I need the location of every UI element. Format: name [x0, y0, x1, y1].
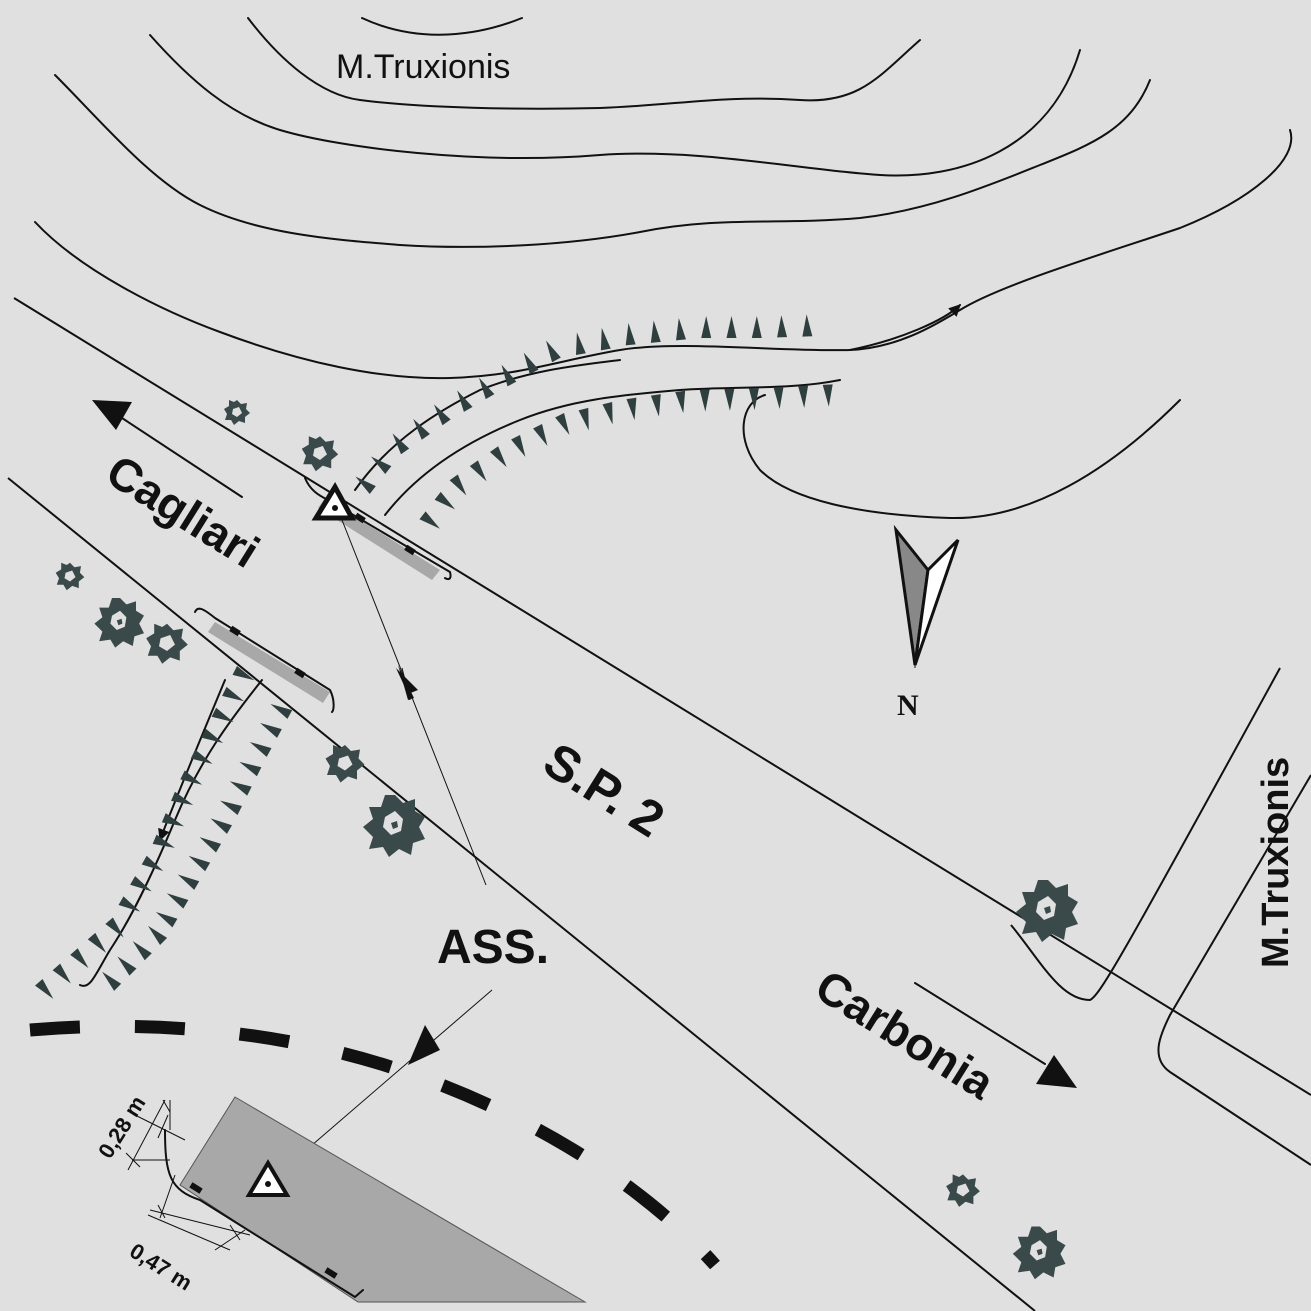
road-sp2 [7, 297, 1311, 1311]
direction-arrow-ass [396, 668, 418, 694]
north-arrow-icon [893, 524, 960, 668]
survey-marker-triangle [311, 482, 357, 521]
culvert-lower [194, 607, 335, 713]
road-side-right [1010, 667, 1311, 1166]
dashed-track [29, 1019, 720, 1270]
peak-label-top: M.Truxionis [336, 48, 510, 86]
north-label: N [897, 689, 919, 722]
stream-upper [354, 359, 841, 516]
inset-detail [125, 1096, 587, 1303]
road-label-right: M.Truxionis [1255, 757, 1297, 968]
marker-label-ass: ASS. [437, 921, 549, 974]
stream-lower [79, 679, 263, 987]
contour-lines [34, 17, 1293, 520]
arrow-west-cagliari [92, 400, 243, 498]
arrow-east-carbonia [914, 982, 1077, 1088]
